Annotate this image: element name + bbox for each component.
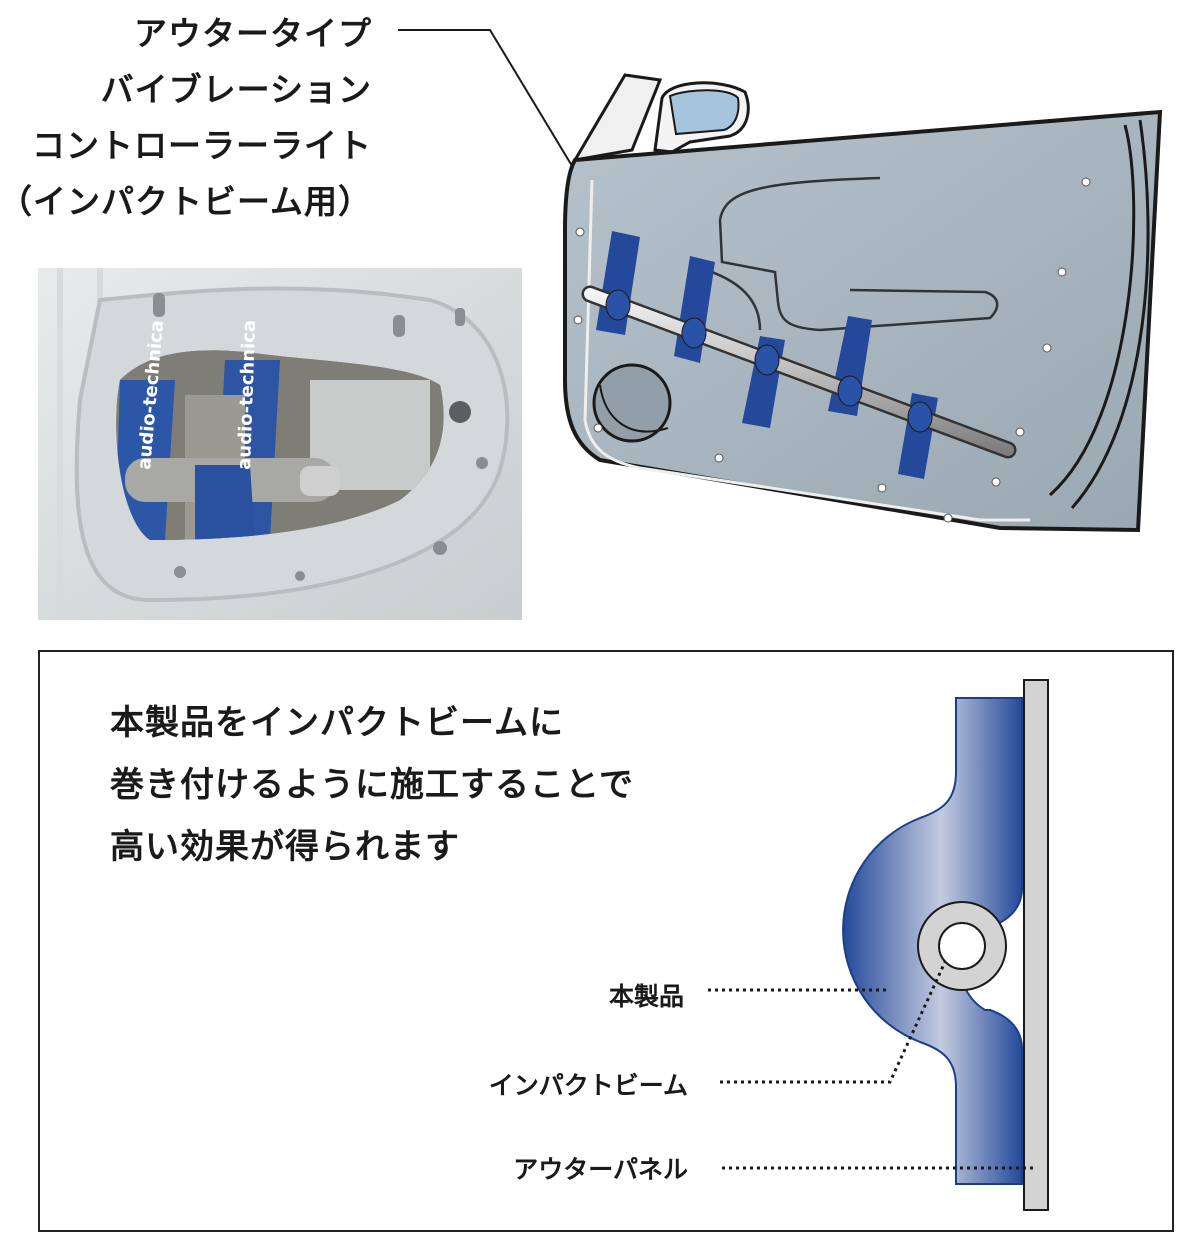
photo-tape-print-2: audio-technica [234, 320, 260, 471]
cross-section-diagram [708, 679, 1049, 1211]
label-product: 本製品 [608, 982, 684, 1011]
product-title-line-4: （インパクトビーム用） [0, 182, 372, 221]
label-outer-panel: アウターパネル [513, 1155, 688, 1184]
explanation-text: 本製品をインパクトビームに 巻き付けるように施工することで 高い効果が得られます [110, 692, 634, 878]
product-title-line-1: アウタータイプ [134, 14, 372, 53]
product-title: アウタータイプ バイブレーション コントローラーライト （インパクトビーム用） [0, 6, 372, 230]
explanation-line-1: 本製品をインパクトビームに [110, 703, 564, 743]
label-impact-beam: インパクトビーム [488, 1071, 688, 1100]
door-illustration [563, 73, 1163, 533]
explanation-box: 本製品をインパクトビームに 巻き付けるように施工することで 高い効果が得られます… [38, 650, 1174, 1232]
product-title-line-3: コントローラーライト [32, 126, 372, 165]
outer-panel-shape [1023, 679, 1049, 1211]
leader-impact-beam [720, 961, 947, 1084]
illustrations: audio-technica audio-technica [38, 29, 1163, 620]
product-title-line-2: バイブレーション [100, 70, 372, 109]
explanation-line-2: 巻き付けるように施工することで [110, 765, 634, 805]
speaker-hole [592, 363, 672, 443]
install-photo: audio-technica audio-technica [38, 268, 522, 620]
explanation-line-3: 高い効果が得られます [110, 827, 460, 867]
